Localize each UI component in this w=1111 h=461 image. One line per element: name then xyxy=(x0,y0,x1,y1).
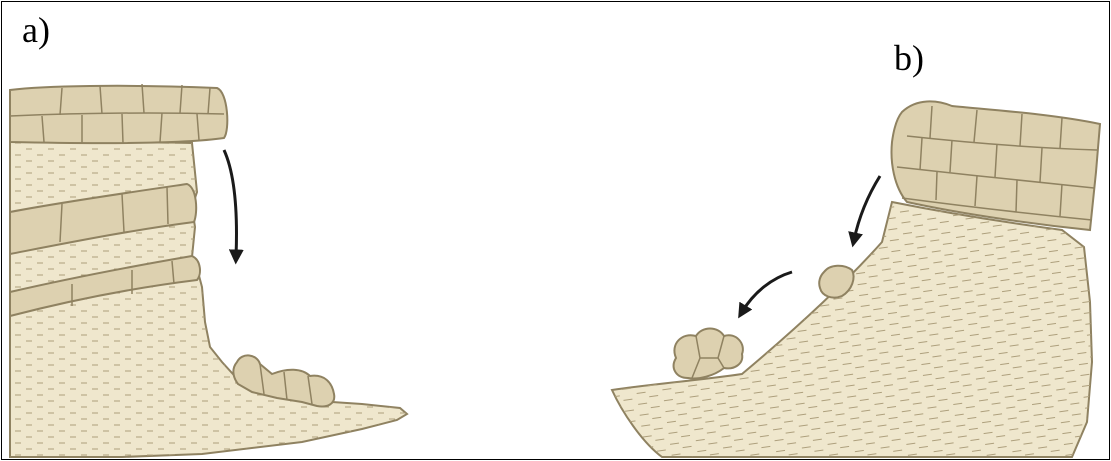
panel-a-fall-arrow xyxy=(224,150,237,257)
panel-b-fallen-blocks xyxy=(674,329,743,379)
panel-b-slope xyxy=(612,101,1100,457)
panel-a-cliff xyxy=(10,84,407,457)
panel-b-fall-arrow-upper xyxy=(854,176,880,240)
panel-b-roll-arrow-lower xyxy=(742,272,792,312)
